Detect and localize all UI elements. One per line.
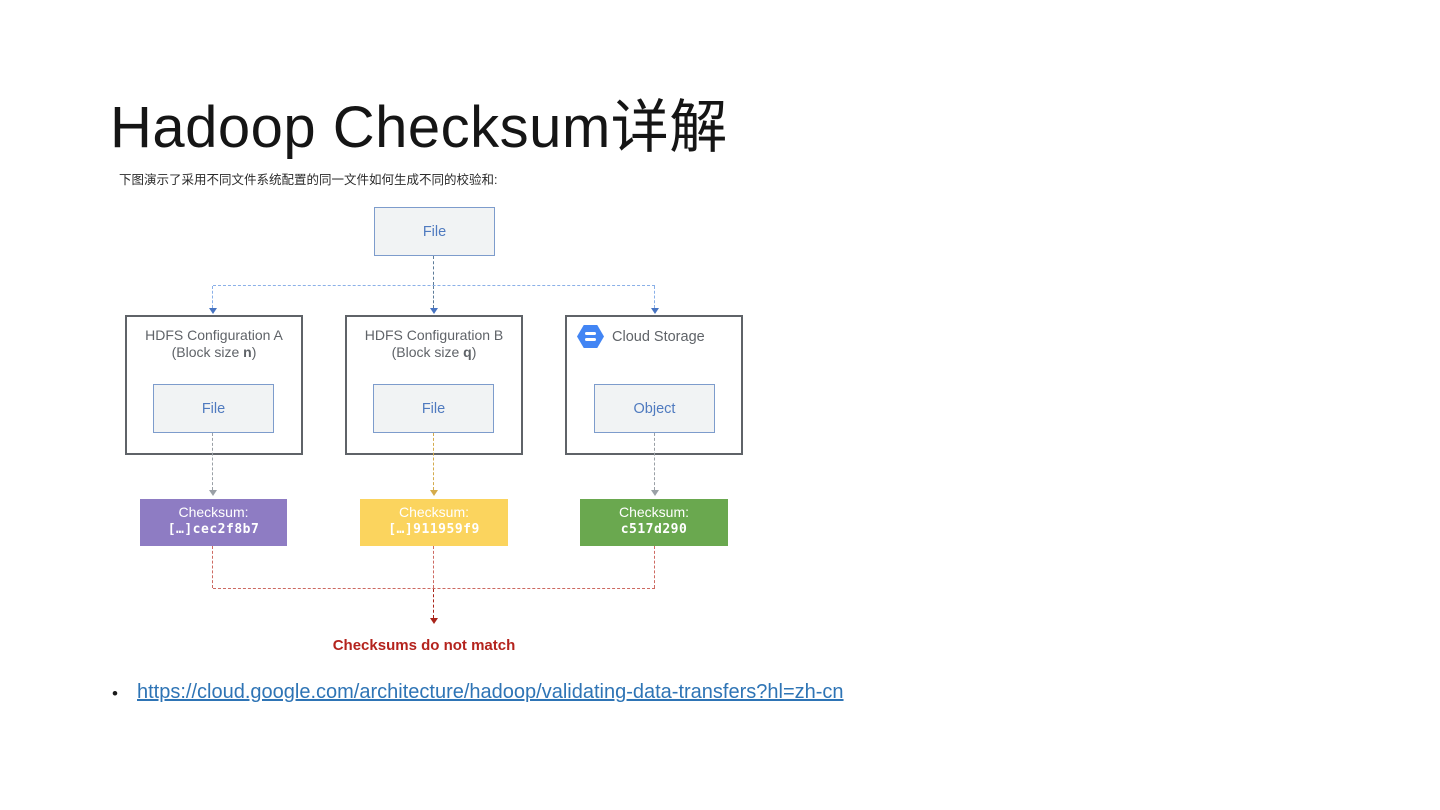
hdfs-config-b-name: HDFS Configuration B [364,327,504,343]
checksum-b-value: […]911959f9 [388,522,480,537]
flow-line-to-config-a [212,286,213,308]
bullet-marker: • [112,684,118,703]
flow-line-to-cloud [654,286,655,308]
flow-line-top-horizontal [213,285,655,286]
arrowhead-checksum-cloud [651,490,659,496]
page-title: Hadoop Checksum详解 [110,95,728,160]
red-line-result [433,589,434,618]
hexagon-bar-bottom [585,337,596,341]
blocksize-prefix: (Block size [171,344,244,360]
cloud-storage-header: Cloud Storage [577,325,741,348]
result-label: Checksums do not match [332,637,516,654]
source-link[interactable]: https://cloud.google.com/architecture/ha… [137,681,844,703]
checksum-box-green: Checksum: c517d290 [580,499,728,546]
flow-line-top-vertical [433,256,434,285]
blocksize-suffix: ) [471,344,477,360]
connector-b-to-checksum [433,433,434,490]
source-file-box: File [374,207,495,256]
flow-line-to-config-b [433,286,434,308]
config-a-file-box: File [153,384,274,433]
cloud-object-box: Object [594,384,715,433]
connector-cloud-to-checksum [654,433,655,490]
hdfs-config-a-name: HDFS Configuration A [145,327,283,343]
arrowhead-checksum-a [209,490,217,496]
blocksize-prefix: (Block size [391,344,464,360]
arrowhead-config-a [209,308,217,314]
hdfs-config-a-title: HDFS Configuration A (Block size n) [127,327,301,361]
checksum-cloud-value: c517d290 [620,522,688,537]
blocksize-suffix: ) [251,344,257,360]
checksum-b-label: Checksum: [398,504,470,520]
cloud-object-label: Object [633,400,676,417]
red-line-right [654,546,655,588]
config-a-file-label: File [201,400,226,417]
checksum-box-yellow: Checksum: […]911959f9 [360,499,508,546]
arrowhead-checksum-b [430,490,438,496]
hdfs-config-a-blocksize: (Block size n) [127,344,301,361]
red-line-left [212,546,213,588]
hdfs-config-b-title: HDFS Configuration B (Block size q) [347,327,521,361]
config-b-file-label: File [421,400,446,417]
cloud-storage-label: Cloud Storage [612,328,705,345]
checksum-a-value: […]cec2f8b7 [167,522,260,537]
hdfs-config-b-blocksize: (Block size q) [347,344,521,361]
checksum-box-purple: Checksum: […]cec2f8b7 [140,499,287,546]
arrowhead-config-b [430,308,438,314]
hexagon-bar-top [585,332,596,336]
config-b-file-box: File [373,384,494,433]
blocksize-variable: n [243,344,252,360]
diagram-caption: 下图演示了采用不同文件系统配置的同一文件如何生成不同的校验和: [119,173,498,187]
connector-a-to-checksum [212,433,213,490]
red-line-middle [433,546,434,588]
arrowhead-cloud [651,308,659,314]
arrowhead-result [430,618,438,624]
source-file-label: File [422,223,447,240]
checksum-a-label: Checksum: [178,504,249,520]
red-line-horizontal [213,588,655,589]
blocksize-variable: q [463,344,472,360]
cloud-storage-hexagon-icon [577,325,604,348]
checksum-cloud-label: Checksum: [618,504,690,520]
